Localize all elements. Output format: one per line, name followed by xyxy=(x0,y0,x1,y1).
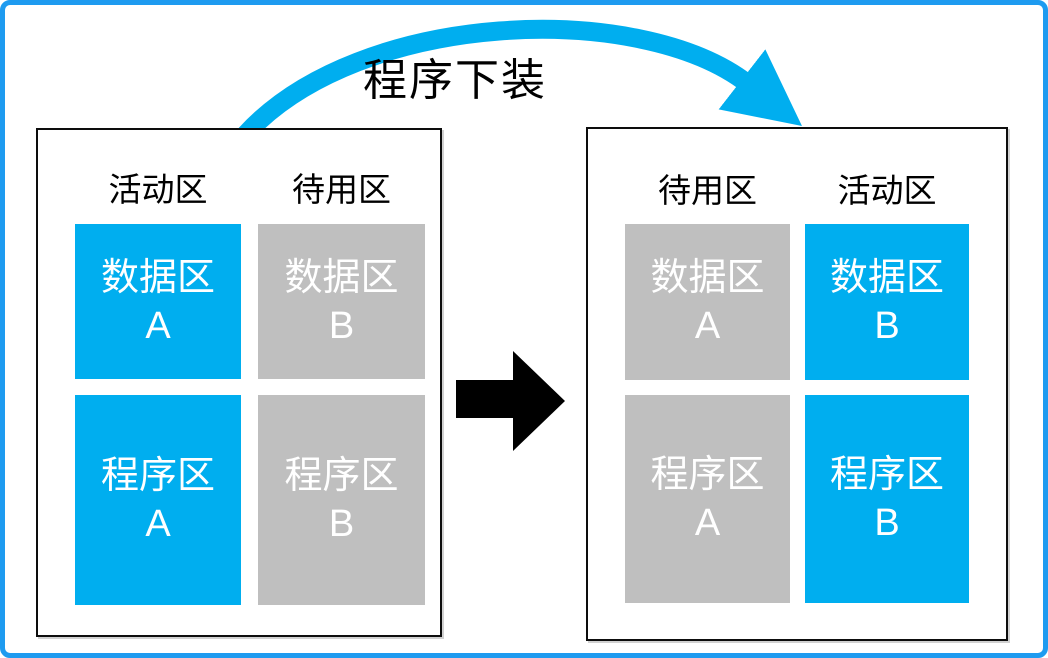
block-label-line1: 程序区 xyxy=(284,455,399,497)
block-label-line2: A xyxy=(694,502,721,544)
block-label-line2: B xyxy=(328,304,355,347)
after-program-area-b-block: 程序区 B xyxy=(805,395,969,603)
panel-before: 活动区 待用区 数据区 A 数据区 B 程序区 A 程序区 B xyxy=(36,128,442,637)
block-label-line1: 程序区 xyxy=(100,455,215,497)
block-label-line2: A xyxy=(145,503,171,545)
block-label-line2: B xyxy=(328,503,355,545)
before-active-area-header: 活动区 xyxy=(108,171,208,208)
block-label-line2: A xyxy=(694,305,721,347)
block-label-line1: 程序区 xyxy=(650,454,765,496)
transition-arrow xyxy=(456,351,565,451)
after-standby-area-header: 待用区 xyxy=(658,172,757,209)
block-label-line2: B xyxy=(874,502,900,544)
download-arrow-label: 程序下装 xyxy=(363,56,547,105)
block-label-line1: 数据区 xyxy=(284,256,399,299)
block-label-line1: 程序区 xyxy=(829,454,944,496)
before-data-area-b-block: 数据区 B xyxy=(258,224,425,379)
download-curve-arrow xyxy=(236,19,803,144)
block-label-line1: 数据区 xyxy=(650,257,765,299)
before-program-area-a-block: 程序区 A xyxy=(75,395,241,605)
after-data-area-b-block: 数据区 B xyxy=(805,224,969,380)
block-label-line1: 数据区 xyxy=(100,256,215,299)
after-active-area-header: 活动区 xyxy=(837,172,937,209)
block-label-line1: 数据区 xyxy=(829,257,944,299)
after-data-area-a-block: 数据区 A xyxy=(625,224,790,380)
block-label-line2: A xyxy=(145,304,171,347)
after-program-area-a-block: 程序区 A xyxy=(625,395,790,603)
before-data-area-a-block: 数据区 A xyxy=(75,224,241,379)
before-program-area-b-block: 程序区 B xyxy=(258,395,425,605)
block-label-line2: B xyxy=(874,305,900,347)
panel-after: 待用区 活动区 数据区 A 数据区 B 程序区 A 程序区 B xyxy=(586,127,1008,641)
before-standby-area-header: 待用区 xyxy=(292,171,391,208)
